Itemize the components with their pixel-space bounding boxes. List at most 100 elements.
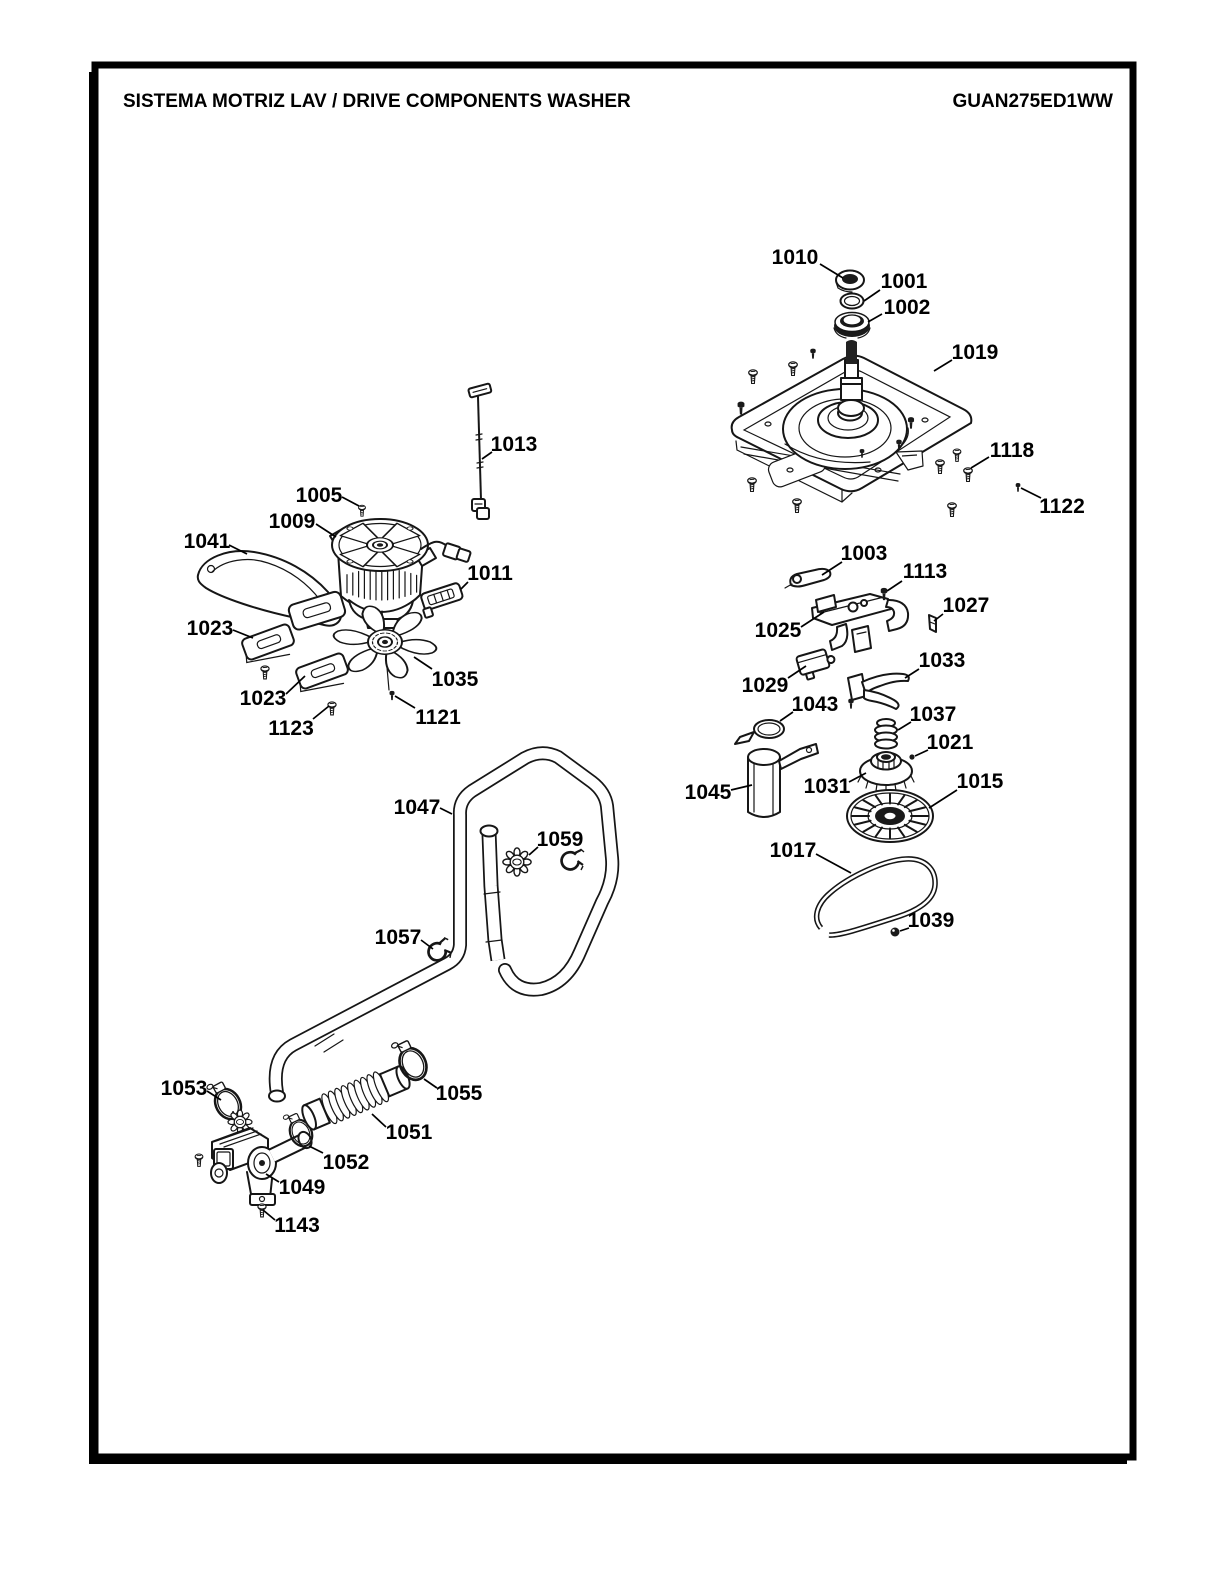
callout-label: 1002: [884, 296, 931, 319]
part-pulley-nut-1039: [890, 927, 900, 937]
leader-line: [928, 789, 958, 809]
callout-label: 1113: [903, 560, 947, 583]
part-damper-pad-1023a: [241, 623, 295, 664]
callout-1010: 1010: [772, 246, 844, 279]
callout-label: 1023: [240, 687, 287, 710]
callout-1015: 1015: [928, 770, 1004, 809]
leader-line: [481, 451, 493, 460]
leader-line: [423, 1078, 438, 1089]
part-pin-1021: [909, 754, 915, 760]
leader-line: [262, 1209, 276, 1221]
callout-1059: 1059: [528, 828, 583, 856]
callout-label: 1043: [792, 693, 839, 716]
motor-connector: [442, 542, 472, 563]
leader-line: [308, 1145, 324, 1154]
page-title: SISTEMA MOTRIZ LAV / DRIVE COMPONENTS WA…: [123, 91, 631, 112]
part-seal-ring-1001: [839, 292, 865, 310]
callout-layer: 1010100110021019111811221013100510091041…: [161, 246, 1085, 1237]
callout-label: 1035: [432, 668, 479, 691]
part-shifter-assembly-1025: [811, 593, 910, 653]
callout-label: 1049: [279, 1176, 326, 1199]
callout-label: 1053: [161, 1077, 208, 1100]
pulley-spokes: [851, 792, 929, 840]
leader-line: [819, 263, 844, 279]
part-shift-lever-1003: [784, 567, 832, 589]
callout-label: 1051: [386, 1121, 433, 1144]
callout-1123: 1123: [268, 705, 330, 740]
leader-line: [460, 581, 469, 590]
leader-line: [886, 580, 903, 592]
callout-1017: 1017: [770, 839, 852, 874]
leader-line: [863, 289, 881, 302]
callout-1049: 1049: [265, 1173, 326, 1199]
leader-line: [1020, 487, 1042, 499]
callout-label: 1001: [881, 270, 928, 293]
callout-1025: 1025: [755, 611, 825, 642]
leader-line: [228, 544, 248, 555]
part-damper-pad-1023b: [295, 652, 349, 693]
callout-1027: 1027: [933, 594, 989, 622]
callout-1047: 1047: [394, 796, 453, 819]
callout-1057: 1057: [375, 926, 434, 950]
leader-line: [730, 784, 753, 791]
part-agitator-coupling-1045: [747, 743, 819, 818]
callout-1035: 1035: [413, 656, 479, 691]
leader-line: [265, 1173, 280, 1183]
part-drain-hose-1047: [268, 746, 620, 1103]
part-standpipe-tube: [479, 824, 506, 962]
callout-label: 1011: [467, 562, 513, 585]
leader-line: [413, 656, 433, 670]
callout-label: 1143: [274, 1214, 320, 1237]
leader-line: [897, 721, 912, 731]
callout-label: 1039: [908, 909, 955, 932]
part-suspension-rod-1013: [467, 382, 493, 520]
callout-1013: 1013: [481, 433, 537, 460]
leader-line: [904, 668, 920, 679]
leader-line: [285, 675, 306, 695]
leader-line: [970, 456, 990, 469]
callout-label: 1057: [375, 926, 422, 949]
leader-line: [312, 705, 330, 720]
callout-1019: 1019: [933, 341, 998, 372]
callout-label: 1015: [957, 770, 1004, 793]
callout-1143: 1143: [262, 1209, 320, 1237]
callout-1118: 1118: [970, 439, 1035, 469]
part-drive-pulley-1015: [846, 789, 934, 843]
leader-line: [420, 939, 434, 950]
callout-label: 1121: [415, 706, 461, 729]
callout-1029: 1029: [742, 665, 807, 697]
part-star-clamp-1059: [502, 847, 532, 877]
callout-label: 1037: [910, 703, 957, 726]
callout-1055: 1055: [423, 1078, 483, 1105]
callout-label: 1005: [296, 484, 343, 507]
callout-label: 1017: [770, 839, 817, 862]
callout-label: 1045: [685, 781, 732, 804]
leader-line: [779, 711, 794, 722]
callout-label: 1033: [919, 649, 966, 672]
callout-1033: 1033: [904, 649, 966, 679]
callout-label: 1010: [772, 246, 819, 269]
callout-1041: 1041: [184, 530, 248, 555]
callout-label: 1025: [755, 619, 802, 642]
callout-1052: 1052: [308, 1145, 369, 1174]
leader-line: [394, 695, 416, 709]
part-motor-cover-1041: [196, 550, 347, 631]
callout-label: 1009: [269, 510, 316, 533]
part-drive-shaft: [837, 340, 865, 417]
callout-label: 1041: [184, 530, 231, 553]
motor-wire: [420, 540, 448, 550]
part-corrugated-hose-1051: [301, 1065, 411, 1131]
callout-label: 1029: [742, 674, 789, 697]
leader-line: [815, 853, 852, 874]
callout-1023: 1023: [187, 617, 254, 640]
part-bearing-1002: [833, 311, 871, 339]
callout-1043: 1043: [779, 693, 839, 722]
callout-label: 1023: [187, 617, 234, 640]
leader-line: [867, 313, 883, 323]
leader-line: [787, 665, 807, 679]
callout-1053: 1053: [161, 1077, 222, 1101]
leader-line: [315, 523, 337, 538]
callout-1021: 1021: [914, 731, 974, 757]
